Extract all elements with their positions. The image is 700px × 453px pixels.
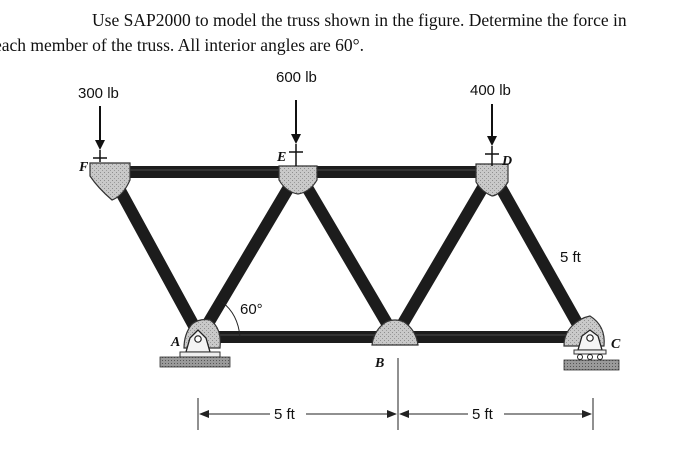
gusset-B [371,319,419,346]
arrow-left-icon [199,410,209,418]
member-FA [104,169,206,340]
node-label-E: E [276,150,286,165]
node-label-A: A [170,335,180,350]
gusset-E [278,165,318,195]
gusset-F [89,162,131,201]
arrow-right-icon [387,410,397,418]
dimension-lines [197,358,594,430]
arrow-left-icon [399,410,409,418]
load-label-D: 400 lb [470,82,511,99]
angle-label: 60° [240,301,263,318]
node-label-C: C [611,337,621,352]
load-label-E: 600 lb [276,69,317,86]
member-BD [389,168,498,341]
member-DC [486,169,591,340]
node-label-F: F [78,160,89,175]
angle-arc [221,301,241,338]
node-label-D: D [501,154,512,169]
truss-members [104,166,591,343]
support-C [563,329,620,371]
problem-line-2: each member of the truss. All interior a… [0,35,365,55]
node-label-B: B [374,356,384,371]
load-arrows [93,100,499,166]
side-length-label: 5 ft [560,249,582,266]
arrow-right-icon [582,410,592,418]
support-A [159,329,231,368]
load-label-F: 300 lb [78,85,119,102]
arrow-down-icon [93,106,107,162]
arrow-down-icon [289,100,303,166]
member-AE [194,168,304,341]
dim-label-left: 5 ft [274,406,296,423]
problem-statement: Use SAP2000 to model the truss shown in … [0,8,700,58]
problem-line-1: Use SAP2000 to model the truss shown in … [92,10,627,30]
member-EB [292,168,401,341]
dim-label-right: 5 ft [472,406,494,423]
arrow-down-icon [485,104,499,166]
gusset-D [475,163,509,197]
